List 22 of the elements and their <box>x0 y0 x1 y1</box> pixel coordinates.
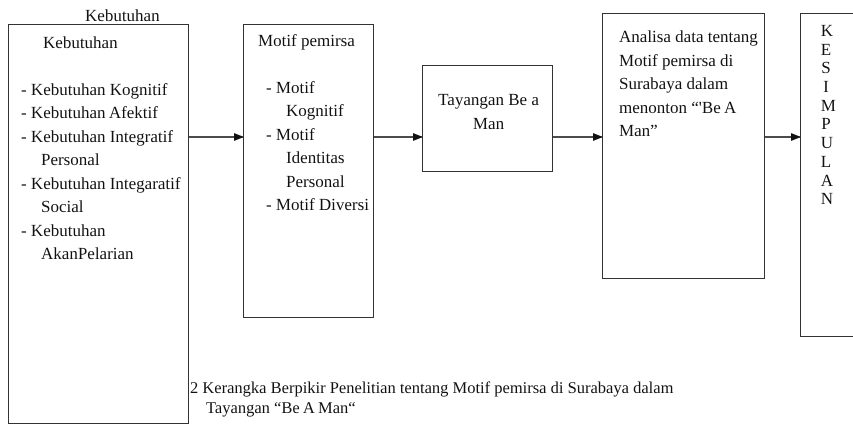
list-item: - Kebutuhan Afektif <box>20 102 159 124</box>
arrow <box>374 133 423 141</box>
list-item: - Motif Kognitif <box>265 76 345 122</box>
vertical-box <box>800 13 853 337</box>
box-text: Tayangan Be a Man <box>437 89 540 134</box>
list-item: - Motif Diversi <box>265 194 370 216</box>
arrow <box>189 133 244 141</box>
heading-text: Kebutuhan <box>85 5 160 27</box>
figure-caption: 2 Kerangka Berpikir Penelitian tentang Motif pemirsa di Surabaya dalam Tayangan “Be A Man“ <box>189 378 674 418</box>
process-box <box>243 24 374 318</box>
list-item: - Kebutuhan AkanPelarian <box>20 220 135 265</box>
process-box <box>422 65 553 172</box>
list-item: - Kebutuhan Kognitif <box>20 78 168 101</box>
arrow <box>553 133 603 141</box>
box-text: Analisa data tentang Motif pemirsa di Surabaya dalam menonton “'Be A Man” <box>619 26 759 142</box>
list-item: - Motif Identitas Personal <box>265 124 346 192</box>
list-item: - Kebutuhan Integratif Personal <box>20 126 174 171</box>
box-heading: Motif pemirsa <box>258 30 356 52</box>
box-heading: Kebutuhan <box>42 32 119 54</box>
process-box <box>602 13 765 279</box>
arrow <box>765 133 801 141</box>
list-item: - Kebutuhan Integaratif Social <box>20 172 182 218</box>
